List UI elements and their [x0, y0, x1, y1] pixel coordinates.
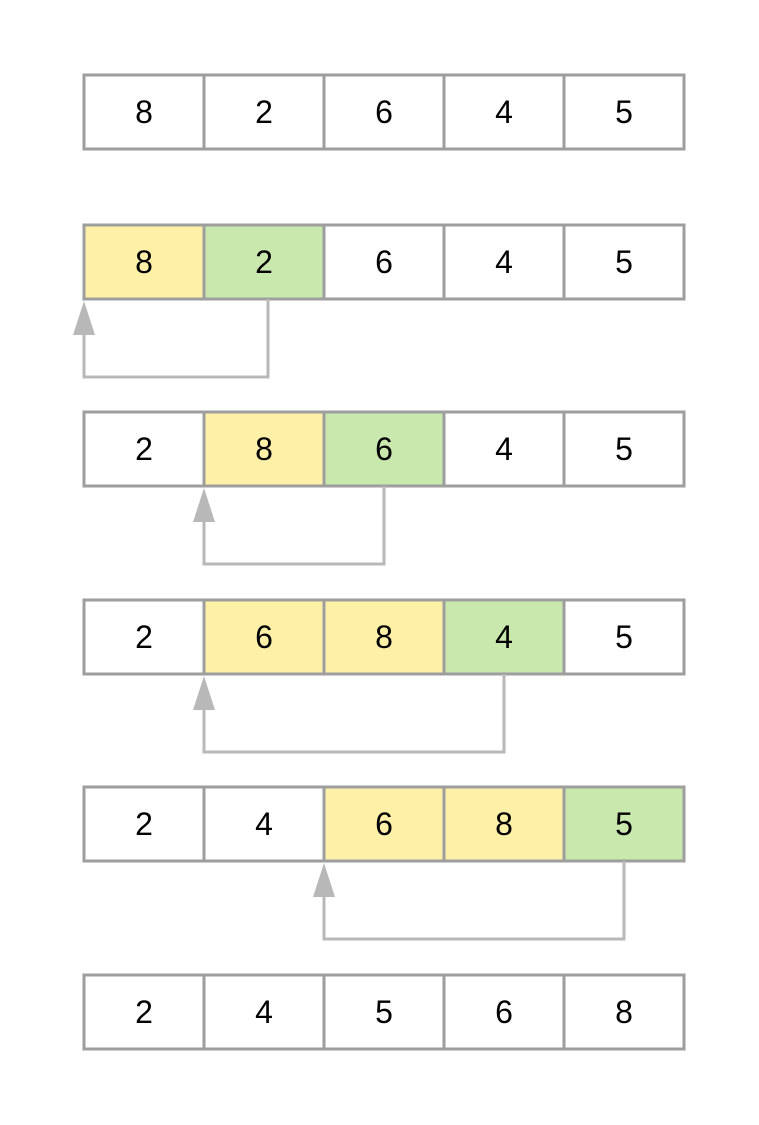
- cell-value: 6: [495, 994, 513, 1030]
- arrow-up-icon: [313, 863, 335, 897]
- array-cell-moving: [204, 412, 324, 486]
- array-cell-default: [564, 75, 684, 149]
- cell-value: 2: [135, 806, 153, 842]
- cell-value: 5: [615, 244, 633, 280]
- cell-value: 8: [495, 806, 513, 842]
- array-row-border: [82, 223, 686, 301]
- array-cell-default: [84, 412, 204, 486]
- array-cell-current: [324, 412, 444, 486]
- cell-value: 2: [135, 994, 153, 1030]
- cell-value: 8: [135, 244, 153, 280]
- array-row: 8 2 6 4 5: [73, 223, 686, 379]
- array-row: 8 2 6 4 5: [82, 73, 686, 151]
- array-cell-default: [324, 975, 444, 1049]
- array-cell-current: [444, 600, 564, 674]
- move-arrow-line: [202, 674, 506, 754]
- cell-value: 4: [495, 431, 513, 467]
- array-cell-default: [564, 412, 684, 486]
- array-row-border: [82, 598, 686, 676]
- cell-value: 8: [135, 94, 153, 130]
- array-cell-default: [84, 75, 204, 149]
- cell-value: 5: [615, 431, 633, 467]
- array-cell-moving: [204, 600, 324, 674]
- cell-value: 5: [615, 619, 633, 655]
- array-cell-default: [324, 225, 444, 299]
- array-cell-default: [84, 600, 204, 674]
- array-row: 2 6 8 4 5: [82, 598, 686, 754]
- array-row-border: [82, 973, 686, 1051]
- array-cell-default: [444, 75, 564, 149]
- cell-value: 8: [255, 431, 273, 467]
- array-cell-moving: [444, 787, 564, 861]
- cell-value: 2: [255, 94, 273, 130]
- array-cell-default: [324, 75, 444, 149]
- move-arrow-line: [322, 861, 626, 941]
- array-cell-current: [564, 787, 684, 861]
- array-cell-default: [204, 75, 324, 149]
- cell-value: 5: [615, 94, 633, 130]
- cell-value: 8: [375, 619, 393, 655]
- array-cell-default: [204, 787, 324, 861]
- cell-value: 4: [255, 994, 273, 1030]
- cell-value: 4: [495, 619, 513, 655]
- cell-value: 6: [375, 94, 393, 130]
- array-cell-default: [444, 412, 564, 486]
- cell-value: 6: [375, 431, 393, 467]
- cell-value: 6: [255, 619, 273, 655]
- array-cell-default: [84, 787, 204, 861]
- cell-value: 2: [255, 244, 273, 280]
- array-cell-default: [444, 225, 564, 299]
- cell-value: 8: [615, 994, 633, 1030]
- arrow-up-icon: [73, 301, 95, 335]
- array-cell-default: [564, 225, 684, 299]
- cell-value: 4: [495, 244, 513, 280]
- array-row: 2 4 5 6 8: [82, 973, 686, 1051]
- array-cell-default: [564, 600, 684, 674]
- array-cell-moving: [324, 787, 444, 861]
- arrow-up-icon: [193, 676, 215, 710]
- cell-value: 5: [375, 994, 393, 1030]
- array-cell-moving: [84, 225, 204, 299]
- move-arrow-line: [202, 486, 386, 566]
- cell-value: 6: [375, 244, 393, 280]
- cell-value: 2: [135, 431, 153, 467]
- cell-value: 5: [615, 806, 633, 842]
- cell-value: 2: [135, 619, 153, 655]
- cell-value: 6: [375, 806, 393, 842]
- array-row-border: [82, 73, 686, 151]
- array-row: 2 4 6 8 5: [82, 785, 686, 941]
- array-cell-moving: [324, 600, 444, 674]
- array-cell-current: [204, 225, 324, 299]
- move-arrow-line: [82, 299, 270, 379]
- cell-value: 4: [495, 94, 513, 130]
- array-cell-default: [564, 975, 684, 1049]
- arrow-up-icon: [193, 488, 215, 522]
- array-cell-default: [444, 975, 564, 1049]
- array-row: 2 8 6 4 5: [82, 410, 686, 566]
- array-cell-default: [84, 975, 204, 1049]
- array-cell-default: [204, 975, 324, 1049]
- cell-value: 4: [255, 806, 273, 842]
- array-row-border: [82, 785, 686, 863]
